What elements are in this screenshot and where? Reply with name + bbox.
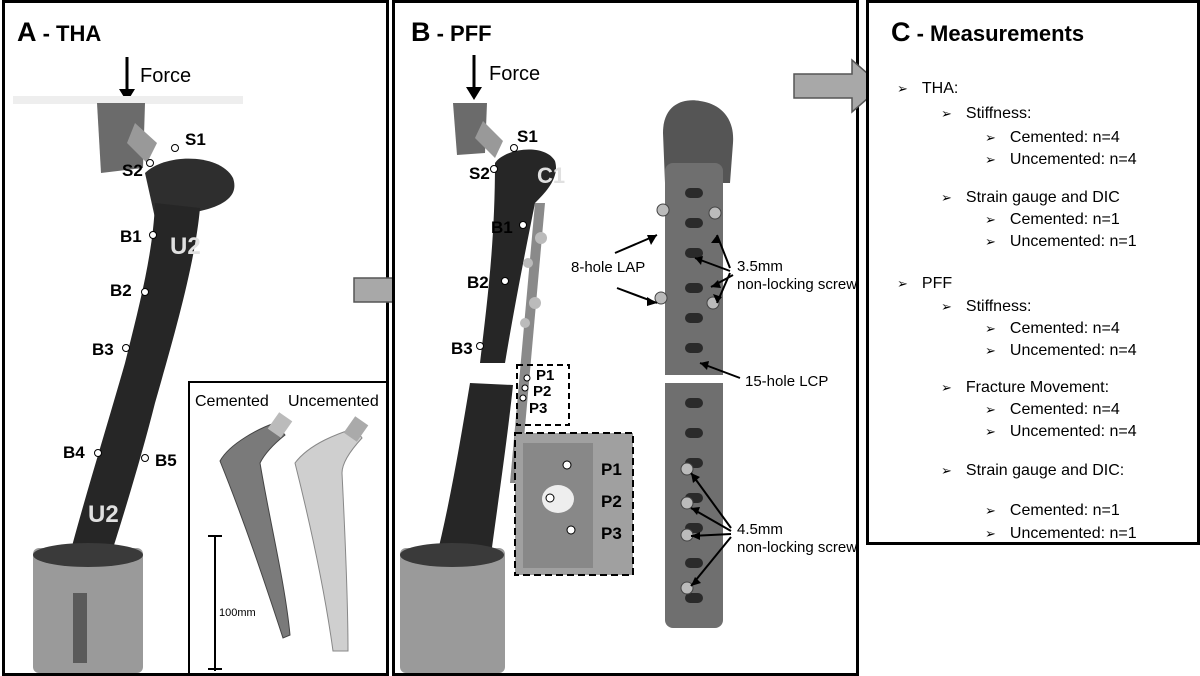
panel-c-measurements: C - Measurements ➢ THA: ➢ Stiffness: ➢ Cement…	[866, 0, 1200, 545]
measurement-item: ➢ THA:	[897, 78, 958, 99]
bone-mark-lower: U2	[88, 501, 119, 528]
measurement-text: Uncemented: n=4	[1009, 342, 1137, 359]
bullet-arrow-icon: ➢	[985, 234, 996, 249]
measurement-text: Cemented: n=4	[1009, 129, 1120, 146]
measurement-text: Uncemented: n=4	[1009, 151, 1137, 168]
bullet-arrow-icon: ➢	[985, 321, 996, 336]
panel-c-title: C - Measurements	[891, 17, 1085, 47]
measurement-item: ➢ Fracture Movement:	[941, 377, 1109, 398]
bullet-arrow-icon: ➢	[985, 343, 996, 358]
measurement-text: Fracture Movement:	[965, 379, 1110, 396]
measurement-item: ➢ Stiffness:	[941, 296, 1031, 317]
bone-mark-c1: C1	[537, 163, 566, 188]
measurement-text: Stiffness:	[965, 298, 1032, 315]
label-b2: B2	[110, 281, 132, 300]
label-b4: B4	[63, 443, 85, 462]
bullet-arrow-icon: ➢	[897, 276, 908, 291]
measurement-item: ➢ Uncemented: n=4	[985, 340, 1137, 361]
measurement-item: ➢ Uncemented: n=1	[985, 231, 1137, 252]
measurement-text: Cemented: n=4	[1009, 320, 1120, 337]
bullet-arrow-icon: ➢	[985, 402, 996, 417]
label-b-b2: B2	[467, 273, 489, 292]
annotation-screw45-line2: non-locking screw	[737, 539, 858, 556]
inset-uncemented-label: Uncemented	[288, 393, 379, 410]
inset-label-p3: P3	[601, 524, 622, 543]
label-s1: S1	[185, 130, 206, 149]
measurement-item: ➢ Strain gauge and DIC	[941, 187, 1120, 208]
measurement-item: ➢ Cemented: n=4	[985, 127, 1120, 148]
label-b1: B1	[120, 227, 142, 246]
measurement-text: Stiffness:	[965, 105, 1032, 122]
bullet-arrow-icon: ➢	[897, 81, 908, 96]
measurement-text: Uncemented: n=4	[1009, 423, 1137, 440]
bullet-arrow-icon: ➢	[985, 130, 996, 145]
measurement-text: Strain gauge and DIC	[965, 189, 1120, 206]
inset-label-p1: P1	[601, 460, 622, 479]
measurement-item: ➢ Cemented: n=1	[985, 209, 1120, 230]
measurement-item: ➢ Uncemented: n=1	[985, 523, 1137, 542]
measurement-text: Cemented: n=1	[1009, 502, 1120, 519]
inset-scale-label: 100mm	[219, 607, 256, 619]
measurement-item: ➢ Cemented: n=4	[985, 399, 1120, 420]
bullet-arrow-icon: ➢	[941, 299, 952, 314]
measurement-item: ➢ Cemented: n=1	[985, 500, 1120, 521]
panel-a-tha: A - THA Force S1 S2 B1 B2 B3 B4 B5 U2 U2	[2, 0, 389, 676]
bullet-arrow-icon: ➢	[985, 503, 996, 518]
label-s2: S2	[122, 161, 143, 180]
label-b-b3: B3	[451, 339, 473, 358]
annotation-screw45-line1: 4.5mm	[737, 521, 783, 538]
measurement-text: PFF	[921, 275, 953, 292]
measurement-item: ➢ Cemented: n=4	[985, 318, 1120, 339]
measurement-item: ➢ Stiffness:	[941, 103, 1031, 124]
annotation-screw35-line1: 3.5mm	[737, 258, 783, 275]
bone-mark-upper: U2	[170, 233, 201, 260]
bullet-arrow-icon: ➢	[985, 212, 996, 227]
panel-b-force-label: Force	[489, 63, 541, 85]
label-b3: B3	[92, 340, 114, 359]
bullet-arrow-icon: ➢	[985, 526, 996, 541]
label-b-s2: S2	[469, 164, 490, 183]
label-b-b1: B1	[491, 218, 513, 237]
label-b-p3: P3	[529, 400, 548, 417]
bullet-arrow-icon: ➢	[941, 463, 952, 478]
implant-drawings	[208, 412, 369, 671]
measurement-item: ➢ PFF	[897, 273, 952, 294]
measurement-item: ➢ Uncemented: n=4	[985, 421, 1137, 442]
measurement-text: Uncemented: n=1	[1009, 233, 1137, 250]
panel-b-illustration	[400, 55, 741, 673]
bullet-arrow-icon: ➢	[941, 380, 952, 395]
label-b5: B5	[155, 451, 177, 470]
annotation-lap: 8-hole LAP	[571, 259, 646, 276]
measurements-list: ➢ THA: ➢ Stiffness: ➢ Cemented: n=4 ➢ Uncemente…	[869, 3, 1197, 542]
panel-b-pff: B - PFF	[392, 0, 859, 676]
measurement-text: THA:	[921, 80, 959, 97]
measurement-text: Strain gauge and DIC:	[965, 462, 1125, 479]
panel-b-title: B - PFF	[411, 17, 492, 47]
bullet-arrow-icon: ➢	[985, 424, 996, 439]
inset-cemented-label: Cemented	[195, 393, 269, 410]
measurement-item: ➢ Uncemented: n=4	[985, 149, 1137, 170]
annotation-screw35-line2: non-locking screw	[737, 276, 858, 293]
measurement-text: Uncemented: n=1	[1009, 525, 1137, 542]
label-b-p1: P1	[536, 367, 555, 384]
measurement-text: Cemented: n=1	[1009, 211, 1120, 228]
panel-a-illustration	[13, 57, 243, 673]
panel-a-force-label: Force	[140, 65, 192, 87]
panel-a-title: A - THA	[17, 17, 102, 47]
label-b-p2: P2	[533, 383, 552, 400]
inset-label-p2: P2	[601, 492, 622, 511]
bullet-arrow-icon: ➢	[941, 190, 952, 205]
annotation-lcp: 15-hole LCP	[745, 373, 829, 390]
bullet-arrow-icon: ➢	[941, 106, 952, 121]
bullet-arrow-icon: ➢	[985, 152, 996, 167]
measurement-item: ➢ Strain gauge and DIC:	[941, 460, 1124, 481]
measurement-text: Cemented: n=4	[1009, 401, 1120, 418]
label-b-s1: S1	[517, 127, 538, 146]
implant-inset: Cemented Uncemented 100mm	[188, 381, 386, 673]
